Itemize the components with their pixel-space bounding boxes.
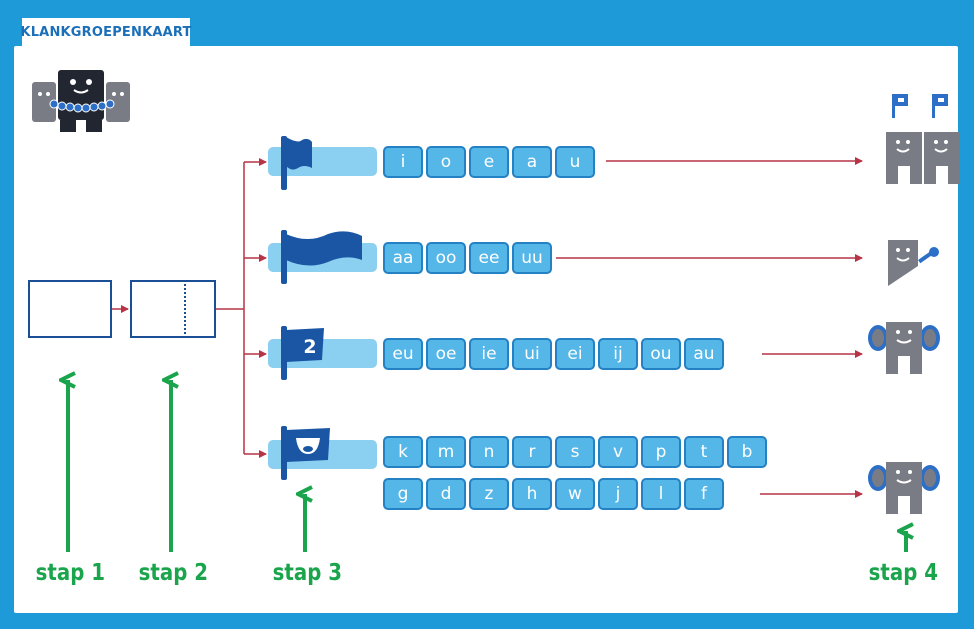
sound-tile: ij [598,338,638,370]
sound-tile: au [684,338,724,370]
sound-tile: b [727,436,767,468]
two-characters-with-flags-icon [886,94,960,184]
step-label-3: stap 3 [272,560,343,586]
sound-tile: ie [469,338,509,370]
sound-tile: a [512,146,552,178]
mascot-logo-icon [32,70,130,132]
flag-small-icon [281,136,312,190]
sound-tile: j [598,478,638,510]
flag-number-icon [281,326,324,380]
sound-tile: eu [383,338,423,370]
sound-tile: z [469,478,509,510]
sound-tile: t [684,436,724,468]
sound-tile: aa [383,242,423,274]
sound-tile: h [512,478,552,510]
sound-tile: k [383,436,423,468]
sound-tile: ei [555,338,595,370]
sound-tile: s [555,436,595,468]
sound-tile: ui [512,338,552,370]
sound-tile: ee [469,242,509,274]
sound-tile: oe [426,338,466,370]
step-label-2: stap 2 [138,560,209,586]
flag-mouth-icon [281,426,330,480]
sound-tile: i [383,146,423,178]
sound-tile: r [512,436,552,468]
sound-tile: oo [426,242,466,274]
sound-tile: w [555,478,595,510]
sound-tile: n [469,436,509,468]
character-with-ears-icon [868,462,940,514]
step-label-4: stap 4 [868,560,939,586]
sound-tile: v [598,436,638,468]
sound-tile: g [383,478,423,510]
flag-number-label: 2 [303,336,317,358]
sound-tile: uu [512,242,552,274]
empty-word-box [28,280,112,338]
page-title: KLANKGROEPENKAART [20,16,192,46]
sound-tile: f [684,478,724,510]
step-label-1: stap 1 [35,560,106,586]
sound-tile: d [426,478,466,510]
character-with-ears-icon [868,322,940,374]
sound-tile: e [469,146,509,178]
sound-tile: ou [641,338,681,370]
sound-tile: m [426,436,466,468]
character-with-microphone-icon [888,240,939,286]
sound-tile: u [555,146,595,178]
sound-tile: l [641,478,681,510]
dotted-divider [184,284,186,334]
flag-long-icon [281,230,362,284]
sound-tile: p [641,436,681,468]
sound-tile: o [426,146,466,178]
split-word-box [130,280,216,338]
